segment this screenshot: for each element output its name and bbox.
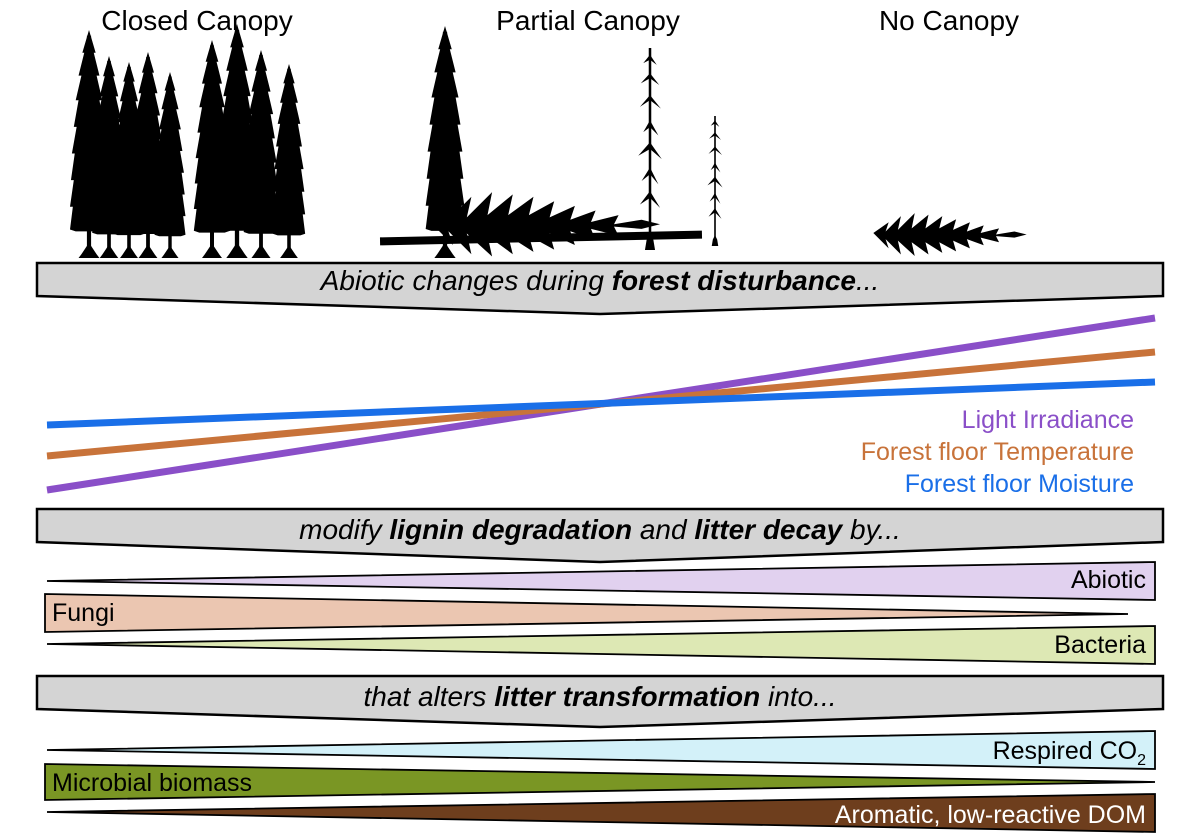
microbial-biomass-label-text: Microbial biomass bbox=[52, 769, 252, 797]
microbial-biomass-wedge bbox=[44, 763, 1156, 801]
banner-lignin-degradation: modify lignin degradation and litter dec… bbox=[35, 507, 1165, 564]
bacteria-wedge bbox=[46, 625, 1156, 665]
banner-arrow-shape bbox=[35, 674, 1165, 729]
fallen-log-icon bbox=[379, 230, 703, 246]
banner-litter-transformation: that alters litter transformation into..… bbox=[35, 674, 1165, 729]
banner-keyword: litter transformation bbox=[494, 681, 760, 712]
aromatic-dom-wedge bbox=[46, 793, 1156, 833]
partial-canopy-trees bbox=[379, 26, 723, 258]
banner-phrase: and bbox=[632, 514, 694, 545]
trend-label-forest-floor-moisture: Forest floor Moisture bbox=[905, 470, 1134, 498]
banner-phrase: by... bbox=[842, 514, 901, 545]
respired-co2-label-subscript: 2 bbox=[1137, 752, 1146, 769]
banner-phrase: that alters bbox=[363, 681, 494, 712]
bacteria-label-text: Bacteria bbox=[1054, 631, 1146, 659]
microbial-biomass-label: Microbial biomass bbox=[52, 769, 252, 797]
snag-icon bbox=[707, 116, 723, 246]
banners: Abiotic changes during forest disturbanc… bbox=[35, 261, 1165, 729]
bacteria-label: Bacteria bbox=[1054, 631, 1146, 659]
respired-co2: Respired CO2 bbox=[46, 730, 1156, 770]
banner-phrase: ... bbox=[856, 265, 879, 296]
respired-co2-label-text: Respired CO bbox=[993, 737, 1138, 765]
no-canopy-debris bbox=[873, 213, 1027, 256]
banner-keyword: forest disturbance bbox=[612, 265, 856, 296]
banner-keyword: lignin degradation bbox=[389, 514, 632, 545]
abiotic-wedge bbox=[46, 561, 1156, 601]
snag-icon bbox=[638, 48, 662, 250]
fungi-wedge bbox=[44, 593, 1129, 633]
bacteria: Bacteria bbox=[46, 625, 1156, 665]
trend-line-forest-floor-moisture bbox=[46, 378, 1156, 429]
abiotic-label-text: Abiotic bbox=[1071, 566, 1146, 594]
banner-text: modify lignin degradation and litter dec… bbox=[299, 514, 901, 545]
heading-no-canopy: No Canopy bbox=[879, 5, 1019, 36]
forest-silhouettes bbox=[70, 24, 1027, 258]
banner-arrow-shape bbox=[35, 507, 1165, 564]
fungi-label-text: Fungi bbox=[52, 599, 115, 627]
respired-co2-wedge bbox=[46, 730, 1156, 770]
aromatic-dom: Aromatic, low-reactive DOM bbox=[46, 793, 1156, 833]
conifer-icon bbox=[154, 72, 186, 258]
microbial-biomass: Microbial biomass bbox=[44, 763, 1156, 801]
abiotic: Abiotic bbox=[46, 561, 1156, 601]
banner-text: Abiotic changes during forest disturbanc… bbox=[319, 265, 880, 296]
banner-forest-disturbance: Abiotic changes during forest disturbanc… bbox=[35, 261, 1165, 316]
banner-phrase: modify bbox=[299, 514, 389, 545]
abiotic-label: Abiotic bbox=[1071, 566, 1146, 594]
fallen-tree-icon bbox=[873, 213, 1027, 256]
aromatic-dom-label: Aromatic, low-reactive DOM bbox=[835, 801, 1146, 829]
conifer-icon bbox=[272, 64, 306, 258]
aromatic-dom-label-text: Aromatic, low-reactive DOM bbox=[835, 801, 1146, 829]
heading-partial-canopy: Partial Canopy bbox=[496, 5, 680, 36]
fallen-tree-icon bbox=[430, 192, 660, 257]
banner-phrase: Abiotic changes during bbox=[319, 265, 612, 296]
conifer-icon bbox=[243, 50, 279, 258]
trend-label-light-irradiance: Light Irradiance bbox=[962, 406, 1134, 434]
trend-label-forest-floor-temperature: Forest floor Temperature bbox=[861, 438, 1134, 466]
banner-keyword: litter decay bbox=[694, 514, 843, 545]
fungi-label: Fungi bbox=[52, 599, 115, 627]
closed-canopy-trees bbox=[70, 24, 306, 258]
banner-text: that alters litter transformation into..… bbox=[363, 681, 836, 712]
banner-phrase: into... bbox=[760, 681, 836, 712]
banner-arrow-shape bbox=[35, 261, 1165, 316]
heading-closed-canopy: Closed Canopy bbox=[101, 5, 292, 36]
respired-co2-label: Respired CO2 bbox=[993, 737, 1147, 769]
fungi: Fungi bbox=[44, 593, 1129, 633]
